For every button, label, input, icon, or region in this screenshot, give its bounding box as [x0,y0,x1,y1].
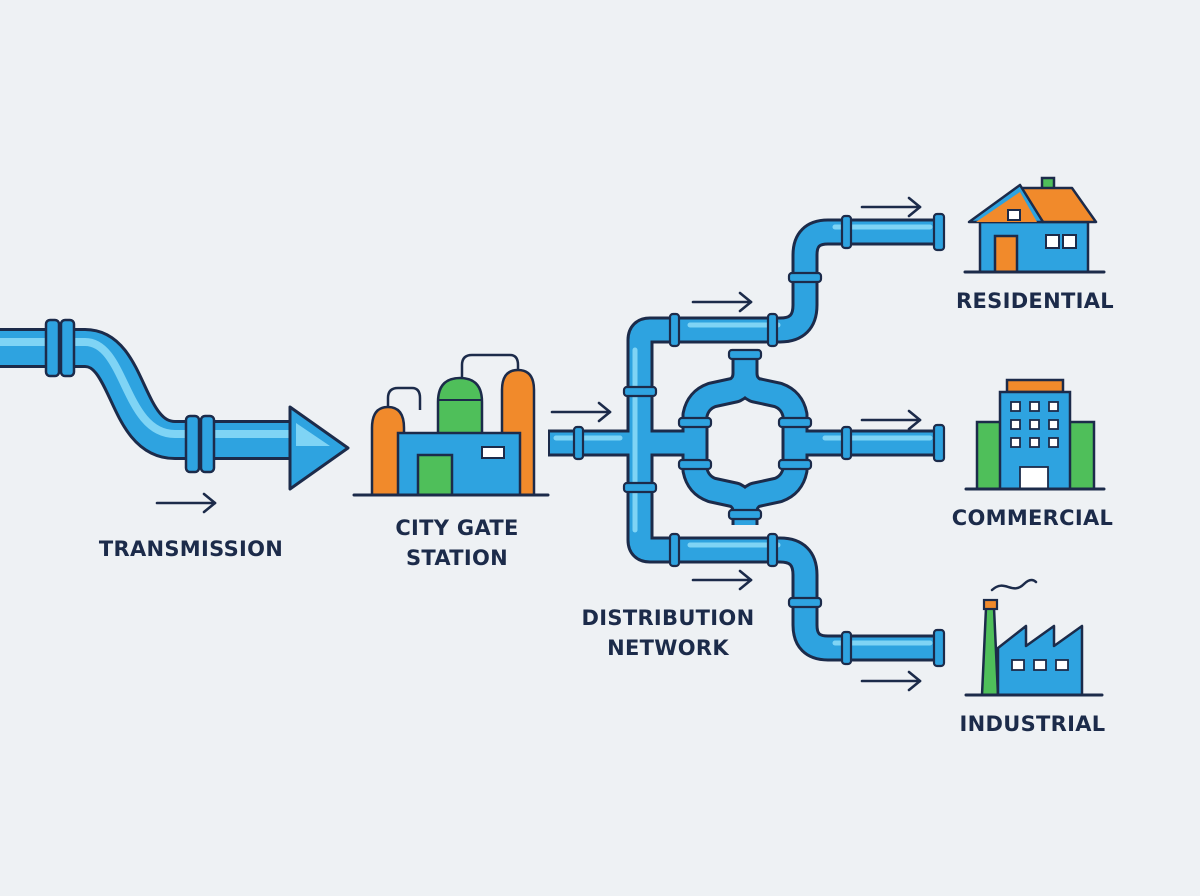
factory-icon [964,578,1104,697]
house-icon [963,176,1106,274]
flow-arrow-icon [860,196,922,218]
commercial-label: COMMERCIAL [951,506,1114,530]
flow-arrow-icon [691,569,753,591]
flow-arrow-icon [691,291,753,313]
office-building-icon [964,378,1106,491]
flow-arrow-icon [155,492,217,514]
flow-arrow-icon [860,409,922,431]
transmission-label: TRANSMISSION [98,537,284,561]
distribution-label-line1: DISTRIBUTION [581,606,755,630]
distribution-network-label: DISTRIBUTION NETWORK [573,603,763,663]
city-gate-station-label: CITY GATE STATION [372,513,542,573]
distribution-network [548,212,946,668]
station-icon [352,353,550,497]
flow-arrow-icon [550,401,612,423]
flow-arrow-icon [860,670,922,692]
distribution-label-line2: NETWORK [607,636,729,660]
residential-label: RESIDENTIAL [956,289,1114,313]
transmission-pipe [0,318,350,491]
city-gate-label-line2: STATION [405,546,509,570]
city-gate-label-line1: CITY GATE [395,516,519,540]
industrial-label: INDUSTRIAL [959,712,1106,736]
